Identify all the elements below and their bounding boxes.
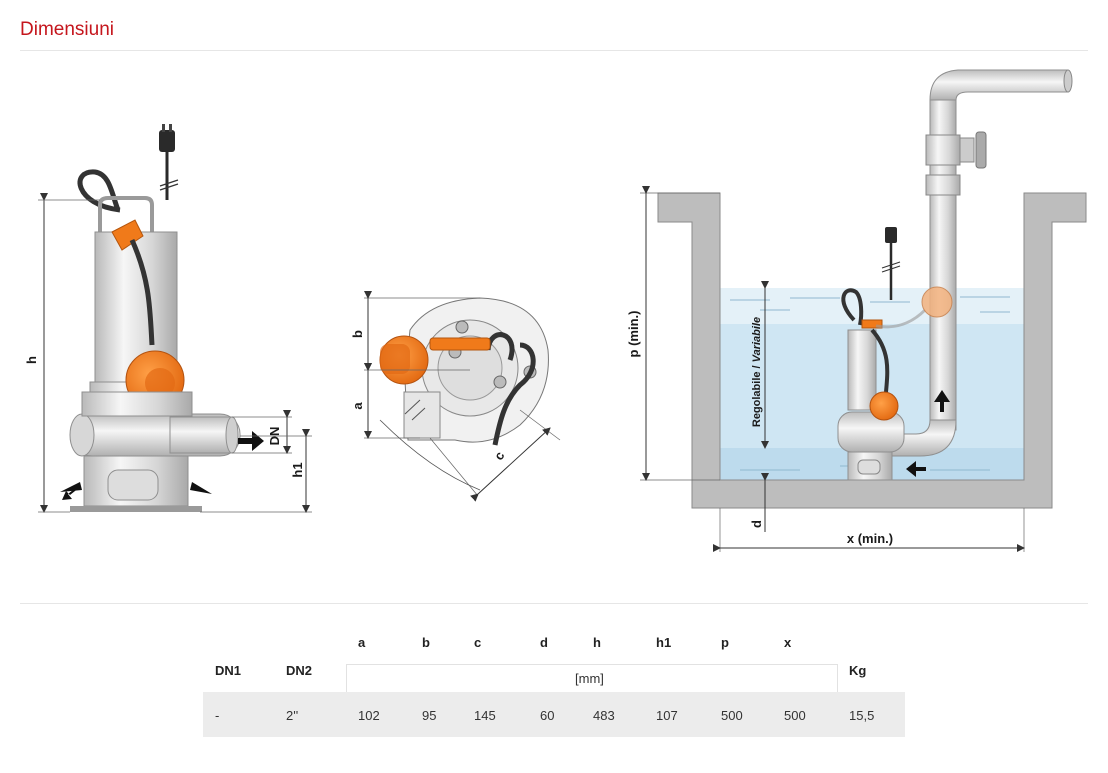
header-dn1: DN1: [215, 663, 242, 678]
table-row: [203, 692, 905, 737]
cell-a: 102: [358, 708, 380, 723]
label-h: h: [24, 356, 39, 364]
installation-view: [640, 69, 1087, 552]
section-title: Dimensiuni: [20, 19, 114, 40]
header-a: a: [358, 635, 366, 650]
header-d: d: [540, 635, 548, 650]
label-d: d: [749, 520, 764, 528]
pump-top-view: [364, 291, 561, 502]
divider-middle: [20, 603, 1088, 604]
header-x: x: [784, 635, 792, 650]
header-h1: h1: [656, 635, 672, 650]
header-kg: Kg: [849, 663, 867, 678]
cell-h: 483: [593, 708, 615, 723]
cell-p: 500: [721, 708, 743, 723]
label-p: p (min.): [626, 311, 641, 358]
label-x: x (min.): [847, 531, 893, 546]
divider-top: [20, 50, 1088, 51]
pump-front-view: [38, 124, 312, 513]
label-regolabile-variabile: Regolabile / Variabile: [751, 317, 763, 427]
cell-d: 60: [540, 708, 555, 723]
cell-b: 95: [422, 708, 437, 723]
label-dn: DN: [267, 427, 282, 446]
cell-dn2: 2'': [286, 708, 299, 723]
cell-kg: 15,5: [849, 708, 875, 723]
unit-label: [mm]: [575, 671, 604, 686]
label-c: c: [491, 449, 508, 463]
label-a: a: [350, 402, 365, 410]
dimensions-table: a b c d h h1 p x DN1 DN2 [mm] Kg - 2'' 1…: [203, 622, 905, 737]
header-b: b: [422, 635, 430, 650]
label-b: b: [350, 330, 365, 338]
unit-header-box: [346, 664, 838, 693]
header-p: p: [721, 635, 729, 650]
cell-dn1: -: [215, 708, 220, 723]
header-c: c: [474, 635, 482, 650]
cell-h1: 107: [656, 708, 678, 723]
label-h1: h1: [290, 462, 305, 477]
cell-x: 500: [784, 708, 806, 723]
header-dn2: DN2: [286, 663, 313, 678]
header-h: h: [593, 635, 601, 650]
cell-c: 145: [474, 708, 496, 723]
